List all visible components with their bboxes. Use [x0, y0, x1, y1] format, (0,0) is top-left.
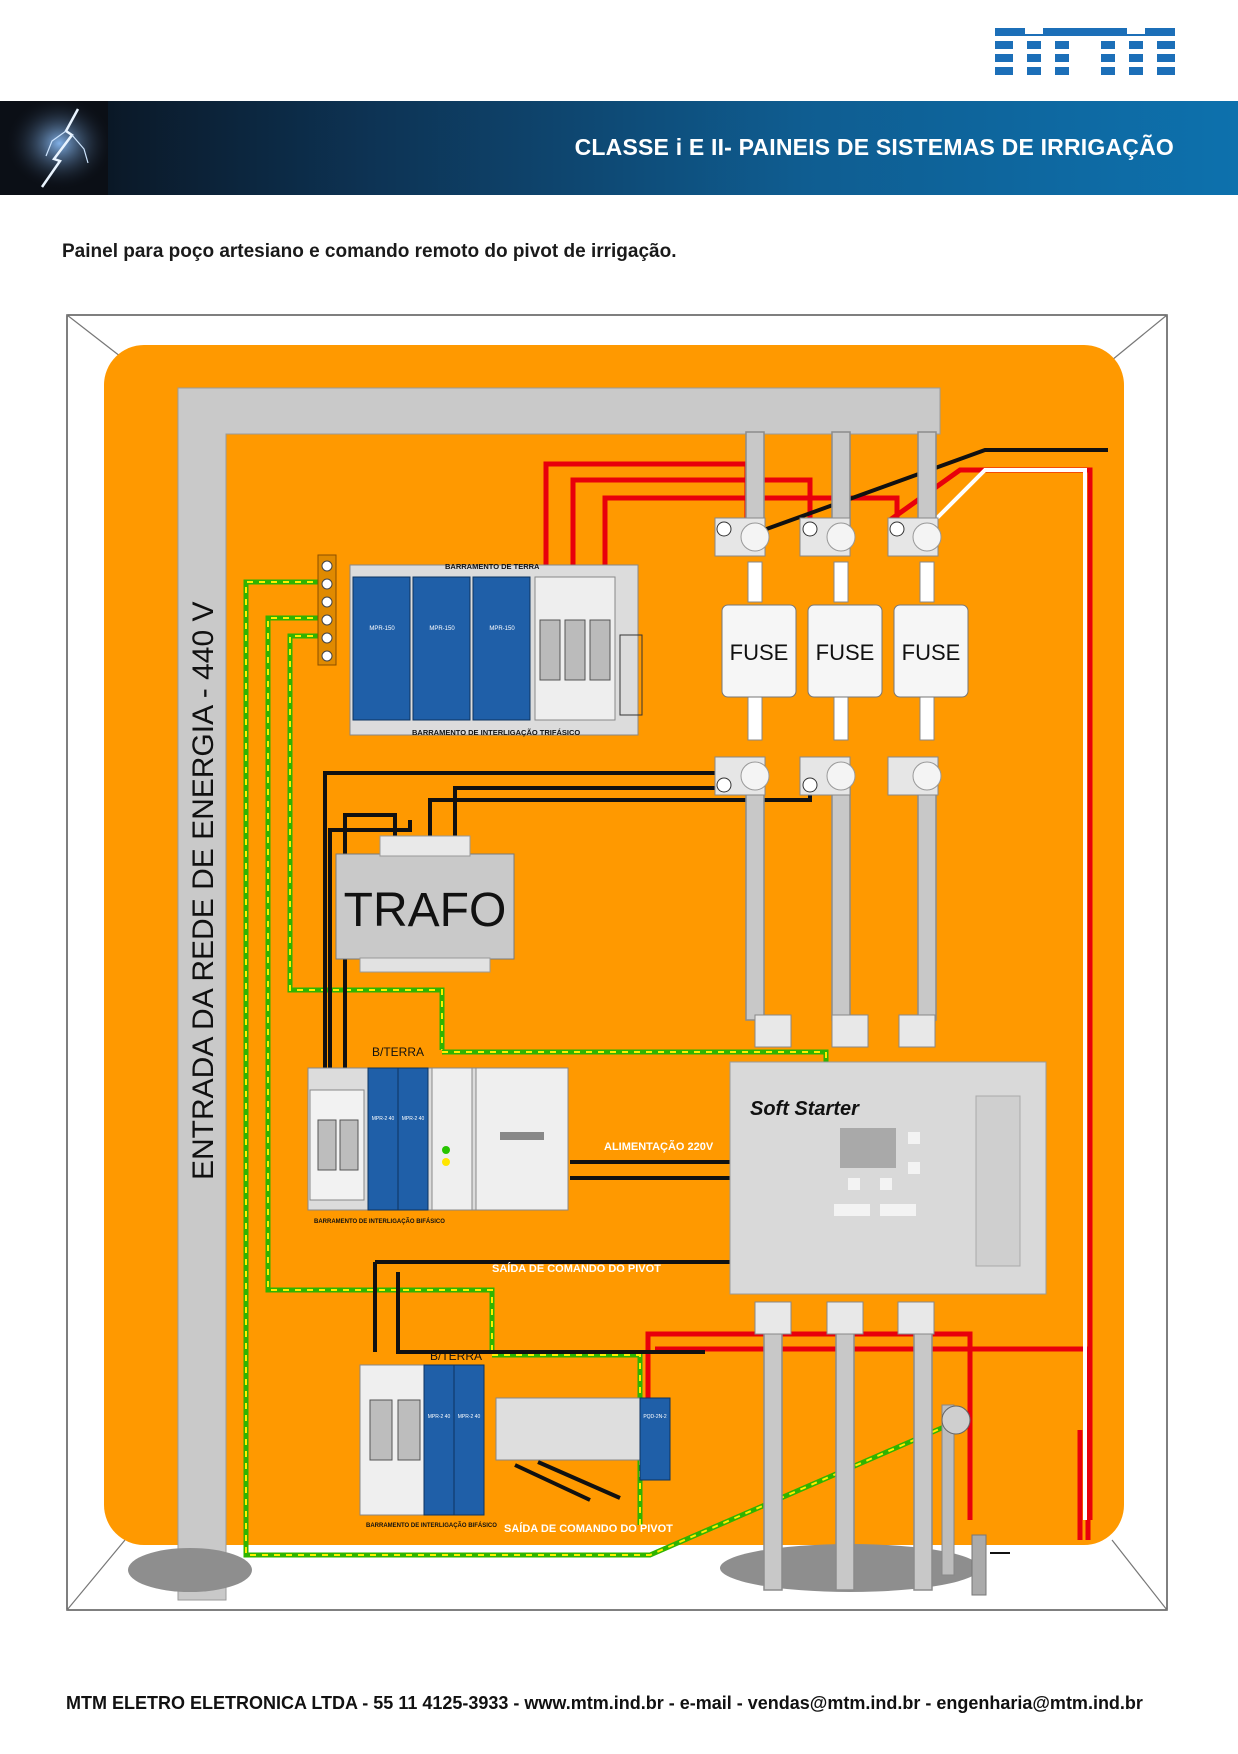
cable-entry-left: [128, 1548, 252, 1592]
alimentacao-label: ALIMENTAÇÃO 220V: [604, 1140, 714, 1153]
soft-starter: Soft Starter SAÍDA DE COMANDO DO PIVOT: [492, 1061, 1047, 1295]
transformer: TRAFO: [335, 835, 515, 973]
fuse-2: FUSE: [807, 604, 883, 698]
fuse-3-label: FUSE: [902, 640, 961, 665]
barramento-terra-label: BARRAMENTO DE TERRA: [445, 562, 540, 571]
middle-dps-assembly: MPR-2 40 MPR-2 40 B/TERRA BARRAMENTO DE …: [307, 1045, 714, 1225]
lightning-thumbnail: [0, 101, 108, 195]
top-dps-assembly: BARRAMENTO DE TERRA MPR-150 MPR-150 MPR-…: [317, 554, 643, 737]
svg-text:MPR-150: MPR-150: [429, 626, 455, 632]
trafo-label: TRAFO: [344, 884, 507, 937]
white-wire: [933, 468, 1087, 1520]
svg-text:PQD-2N-2: PQD-2N-2: [643, 1414, 667, 1420]
soft-starter-label: Soft Starter: [750, 1098, 860, 1120]
barramento-bifasico-label-mid: BARRAMENTO DE INTERLIGAÇÃO BIFÁSICO: [314, 1218, 445, 1225]
fuse-1-label: FUSE: [730, 640, 789, 665]
fuse-1: FUSE: [721, 604, 797, 698]
bus-bars: [745, 431, 937, 1591]
mtm-logo: [995, 28, 1175, 78]
svg-text:MPR-150: MPR-150: [369, 626, 395, 632]
svg-text:MPR-2 40: MPR-2 40: [458, 1414, 481, 1420]
ground-rod: [941, 1404, 1010, 1596]
barramento-trifasico-label: BARRAMENTO DE INTERLIGAÇÃO TRIFÁSICO: [412, 728, 580, 737]
fuse-terminals-bottom: [714, 756, 942, 796]
svg-text:MPR-150: MPR-150: [489, 626, 515, 632]
page-subtitle: Painel para poço artesiano e comando rem…: [62, 241, 677, 262]
fuse-3: FUSE: [893, 604, 969, 698]
b-terra-label-mid: B/TERRA: [372, 1045, 424, 1059]
svg-text:MPR-2 40: MPR-2 40: [428, 1414, 451, 1420]
svg-text:MPR-2 40: MPR-2 40: [372, 1116, 395, 1122]
header-banner: [0, 101, 1238, 195]
earth-wires: [243, 579, 961, 1558]
svg-text:MPR-2 40: MPR-2 40: [402, 1116, 425, 1122]
bottom-dps-assembly: MPR-2 40 MPR-2 40 PQD-2N-2 B/TERRA BARRA…: [359, 1349, 673, 1535]
fuse-2-label: FUSE: [816, 640, 875, 665]
b-terra-label-bottom: B/TERRA: [430, 1349, 482, 1363]
entrada-label: ENTRADA DA REDE DE ENERGIA - 440 V: [187, 601, 220, 1180]
bar-terminals: [754, 1014, 936, 1335]
saida-pivot-label-bottom: SAÍDA DE COMANDO DO PIVOT: [504, 1522, 673, 1535]
barramento-bifasico-label-bottom: BARRAMENTO DE INTERLIGAÇÃO BIFÁSICO: [366, 1522, 497, 1529]
incoming-duct: [177, 387, 941, 1601]
fuse-terminals-top: [714, 517, 942, 557]
footer-text: MTM ELETRO ELETRONICA LTDA - 55 11 4125-…: [66, 1693, 1143, 1713]
lightning-icon: [0, 101, 108, 195]
saida-pivot-label-mid: SAÍDA DE COMANDO DO PIVOT: [492, 1262, 661, 1275]
fuse-contacts: [747, 561, 935, 741]
banner-title: CLASSE i E II- PAINEIS DE SISTEMAS DE IR…: [574, 134, 1174, 160]
